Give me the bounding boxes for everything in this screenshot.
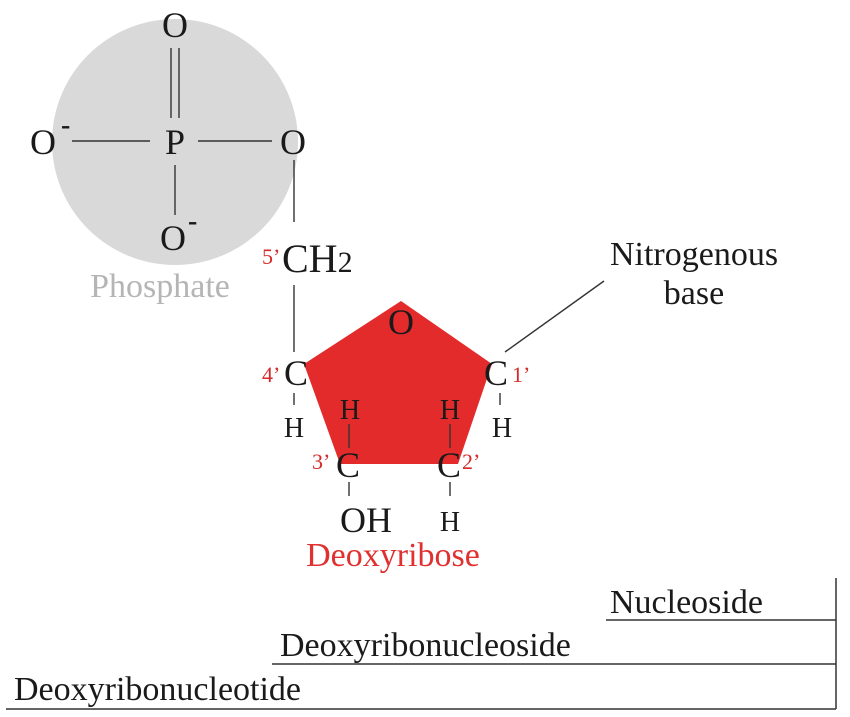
label-4-prime: 4’ (262, 362, 280, 387)
atom-o-left: O (30, 122, 56, 162)
ch2-subscript: 2 (338, 246, 353, 279)
oh-on-c3: OH (340, 500, 392, 540)
deoxyribonucleotide-label: Deoxyribonucleotide (14, 671, 301, 708)
atom-c2: C (437, 445, 461, 485)
base-label-line-2: base (664, 275, 724, 312)
label-3-prime: 3’ (312, 449, 330, 474)
base-pointer-line (504, 280, 605, 353)
atom-p: P (165, 122, 185, 162)
label-1-prime: 1’ (512, 362, 530, 387)
h-on-c3-top: H (340, 395, 360, 426)
atom-o-right: O (280, 122, 306, 162)
h-on-c2-bottom: H (440, 507, 460, 538)
deoxyribonucleoside-label: Deoxyribonucleoside (280, 627, 571, 664)
sugar-ring (304, 301, 492, 464)
nucleoside-label: Nucleoside (610, 584, 763, 621)
ch2-group: CH2 (282, 236, 353, 281)
label-5-prime: 5’ (262, 244, 280, 269)
phosphate-circle (52, 19, 298, 265)
atom-o-top: O (162, 5, 188, 45)
charge-left: - (61, 110, 70, 141)
h-on-c2-top: H (440, 395, 460, 426)
label-2-prime: 2’ (462, 449, 480, 474)
phosphate-label: Phosphate (90, 268, 230, 305)
atom-o-bottom: O (160, 218, 186, 258)
h-on-c1: H (492, 413, 512, 444)
h-on-c4: H (284, 413, 304, 444)
atom-c3: C (336, 445, 360, 485)
ch2-c-h: CH (282, 236, 338, 281)
deoxyribose-label: Deoxyribose (306, 537, 480, 574)
atom-c4: C (284, 353, 308, 393)
base-label-line-1: Nitrogenous (610, 236, 778, 273)
phosphate-group: O P O - O O - Phosphate (30, 5, 306, 305)
ring-oxygen: O (388, 302, 414, 342)
nitrogenous-base-group: Nitrogenous base (504, 236, 778, 353)
classification-brackets: Nucleoside Deoxyribonucleoside Deoxyribo… (6, 578, 837, 710)
charge-bottom: - (188, 206, 197, 237)
atom-c1: C (484, 353, 508, 393)
deoxyribose-group: CH2 O C C C C H H H H OH H 5’ 4’ 3’ 2’ 1… (262, 236, 530, 574)
